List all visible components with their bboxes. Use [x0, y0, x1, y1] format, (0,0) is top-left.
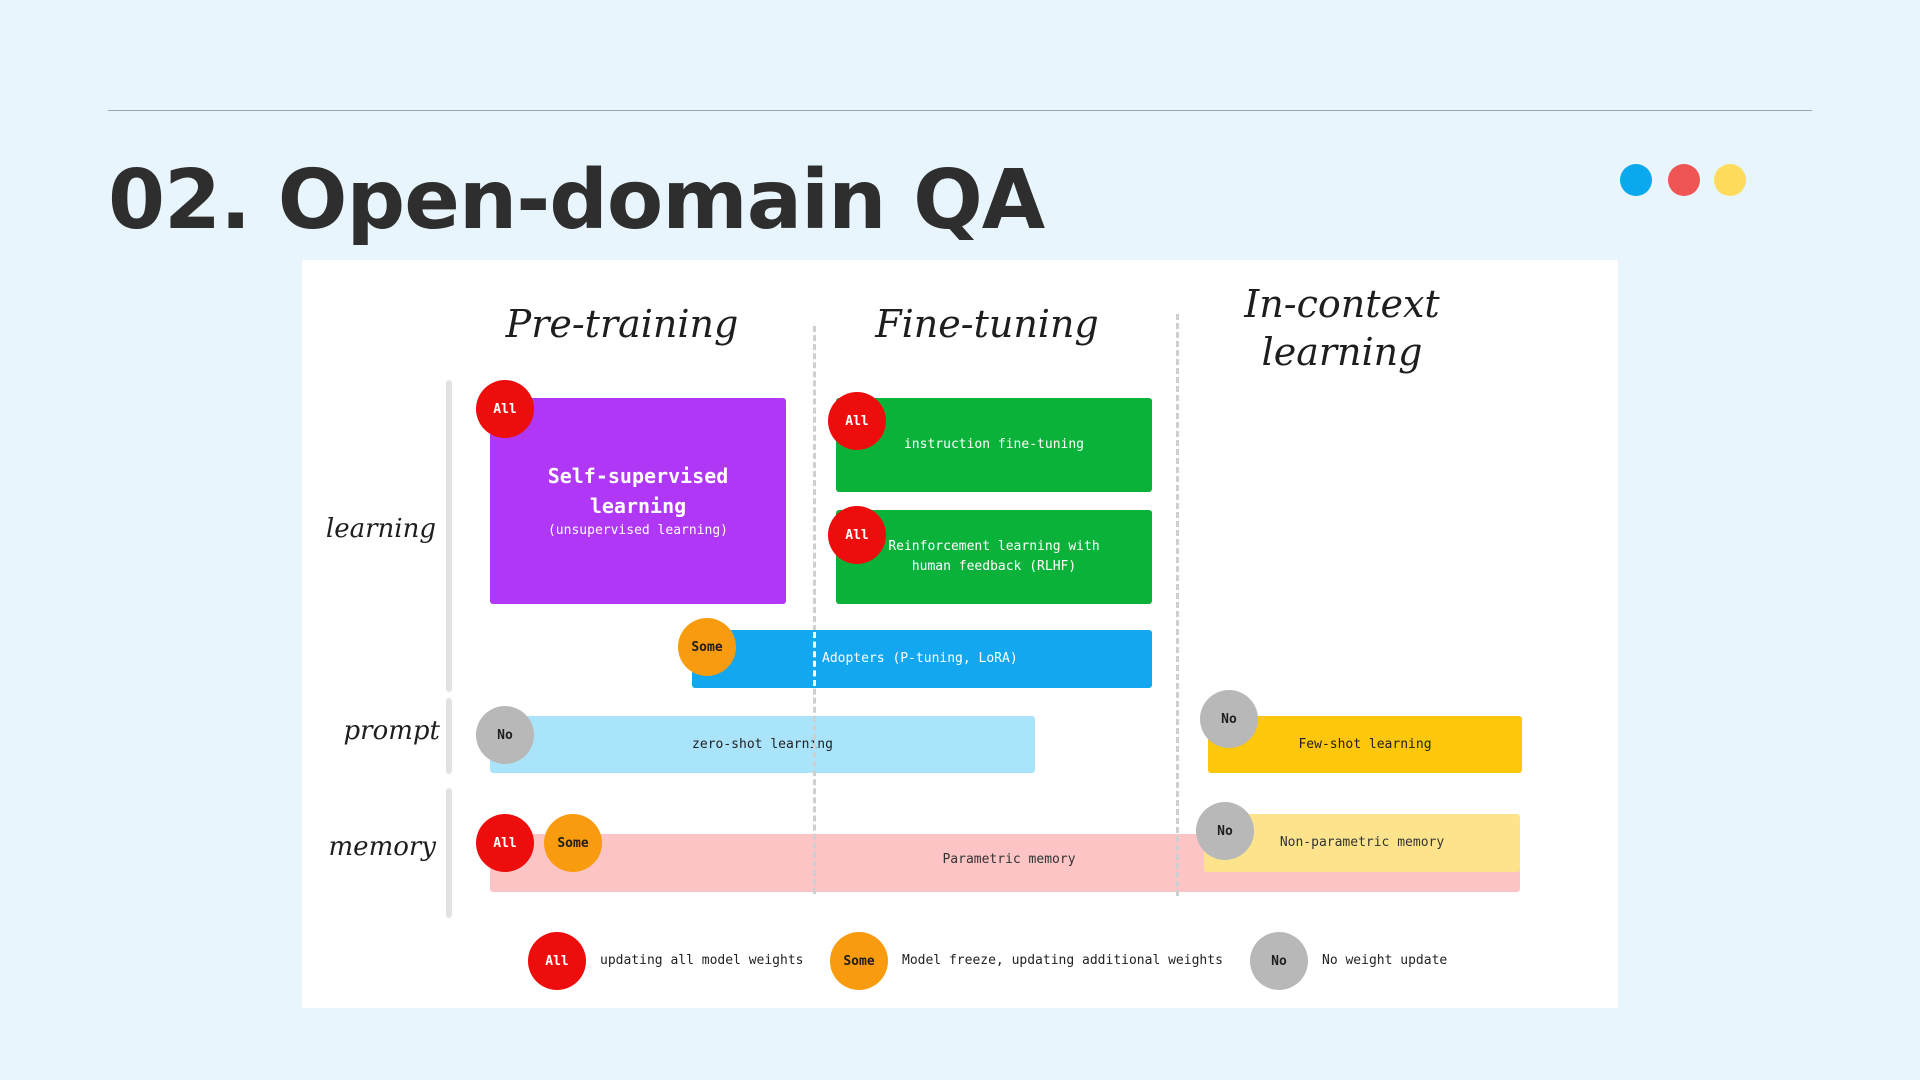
- accent-dot-yellow: [1714, 164, 1746, 196]
- row-header-memory: memory: [328, 832, 436, 862]
- row-bar-memory: [446, 788, 452, 918]
- row-bar-learning: [446, 380, 452, 692]
- accent-dot-blue: [1620, 164, 1652, 196]
- self-supervised-title-line2: learning: [589, 494, 687, 518]
- rlhf-label-line2: human feedback (RLHF): [911, 559, 1077, 574]
- badge-all-rlhf: All: [828, 506, 886, 564]
- badge-no-non-parametric: No: [1196, 802, 1254, 860]
- legend-badge-all: All: [528, 932, 586, 990]
- badge-all-self-supervised: All: [476, 380, 534, 438]
- badge-all-instruction: All: [828, 392, 886, 450]
- adopters-box: Adopters (P-tuning, LoRA): [692, 630, 1152, 688]
- legend-text-some: Model freeze, updating additional weight…: [902, 953, 1223, 968]
- separator-finetuning-incontext: [1176, 314, 1179, 896]
- instruction-fine-tuning-box: instruction fine-tuning: [836, 398, 1152, 492]
- page-title: 02. Open-domain QA: [108, 153, 1045, 248]
- non-parametric-memory-label: Non-parametric memory: [1279, 835, 1445, 850]
- badge-some-adopters: Some: [678, 618, 736, 676]
- accent-dot-red: [1668, 164, 1700, 196]
- self-supervised-learning-box: Self-supervised learning (unsupervised l…: [490, 398, 786, 604]
- llm-training-diagram: Pre-training Fine-tuning In-context lear…: [302, 260, 1618, 1008]
- legend-badge-no: No: [1250, 932, 1308, 990]
- column-header-incontext-line2: learning: [1261, 330, 1423, 374]
- adopters-label: Adopters (P-tuning, LoRA): [822, 651, 1018, 666]
- non-parametric-memory-box: Non-parametric memory: [1204, 814, 1520, 872]
- top-divider: [108, 110, 1812, 111]
- badge-all-parametric: All: [476, 814, 534, 872]
- legend-badge-some: Some: [830, 932, 888, 990]
- separator-overlay-adopters: [813, 632, 816, 686]
- badge-no-few-shot: No: [1200, 690, 1258, 748]
- row-header-learning: learning: [325, 514, 436, 544]
- row-header-prompt: prompt: [343, 716, 440, 746]
- rlhf-label-line1: Reinforcement learning with: [888, 539, 1100, 554]
- row-bar-prompt: [446, 698, 452, 774]
- few-shot-learning-box: Few-shot learning: [1208, 716, 1522, 773]
- self-supervised-subtitle: (unsupervised learning): [547, 523, 728, 538]
- instruction-fine-tuning-label: instruction fine-tuning: [903, 437, 1084, 452]
- few-shot-learning-label: Few-shot learning: [1298, 736, 1432, 752]
- column-header-pretraining: Pre-training: [505, 302, 739, 346]
- separator-pretraining-finetuning: [813, 326, 816, 894]
- column-header-finetuning: Fine-tuning: [875, 302, 1099, 346]
- self-supervised-title-line1: Self-supervised: [547, 464, 729, 488]
- legend-text-no: No weight update: [1322, 953, 1448, 968]
- zero-shot-learning-label: zero-shot learning: [692, 736, 833, 752]
- badge-some-parametric: Some: [544, 814, 602, 872]
- column-header-incontext-line1: In-context: [1244, 282, 1440, 326]
- parametric-memory-label: Parametric memory: [942, 852, 1076, 867]
- badge-no-zero-shot: No: [476, 706, 534, 764]
- rlhf-box: Reinforcement learning with human feedba…: [836, 510, 1152, 604]
- legend-text-all: updating all model weights: [600, 953, 804, 968]
- zero-shot-learning-box: zero-shot learning: [490, 716, 1035, 773]
